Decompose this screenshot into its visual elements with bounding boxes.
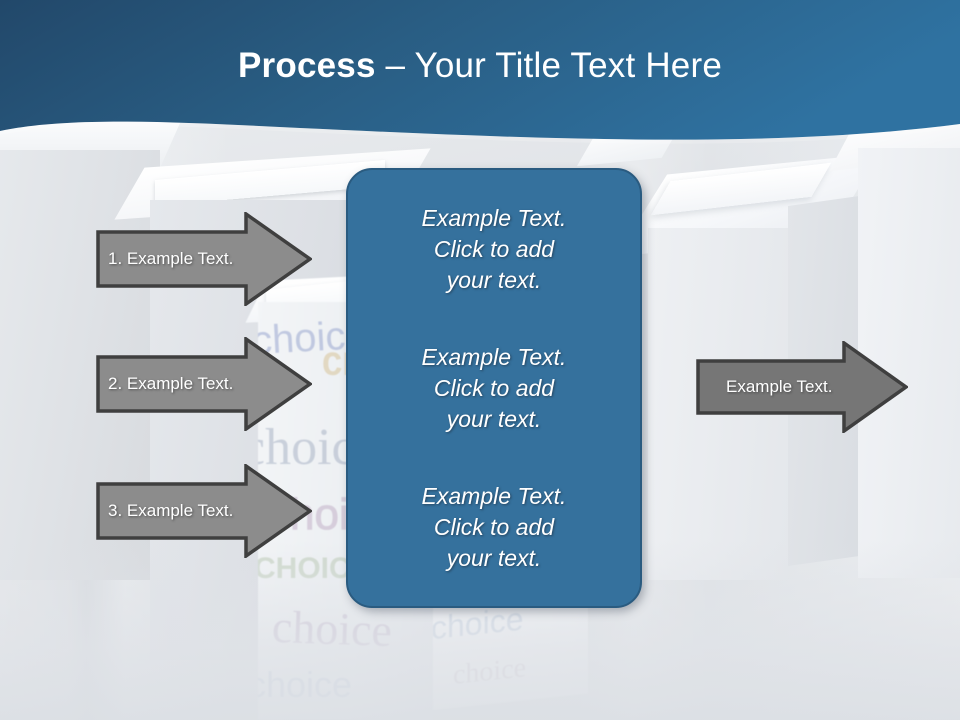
- arrow-result[interactable]: Example Text.: [696, 341, 908, 433]
- arrow-right-icon: [96, 464, 312, 558]
- panel-text-block-1: Example Text. Click to add your text.: [421, 204, 567, 293]
- arrow-step-3[interactable]: 3. Example Text.: [96, 464, 312, 558]
- arrow-step-2[interactable]: 2. Example Text.: [96, 337, 312, 431]
- panel-text-block-2: Example Text. Click to add your text.: [421, 343, 567, 432]
- arrow-result-label: Example Text.: [726, 377, 833, 396]
- arrow-step-1-label: 1. Example Text.: [108, 249, 234, 268]
- arrow-step-1[interactable]: 1. Example Text.: [96, 212, 312, 306]
- page-title-rest: – Your Title Text Here: [375, 46, 722, 85]
- content-panel[interactable]: Example Text. Click to add your text. Ex…: [346, 168, 642, 608]
- arrow-right-icon: [696, 341, 908, 433]
- title-banner: Process – Your Title Text Here: [0, 0, 960, 152]
- page-title-strong: Process: [238, 46, 376, 85]
- arrow-right-icon: [96, 337, 312, 431]
- arrow-right-icon: [96, 212, 312, 306]
- arrow-step-2-label: 2. Example Text.: [108, 374, 234, 393]
- panel-text-block-3: Example Text. Click to add your text.: [421, 482, 567, 571]
- page-title: Process – Your Title Text Here: [0, 44, 960, 88]
- title-banner-shape: [0, 0, 960, 144]
- arrow-step-3-label: 3. Example Text.: [108, 501, 234, 520]
